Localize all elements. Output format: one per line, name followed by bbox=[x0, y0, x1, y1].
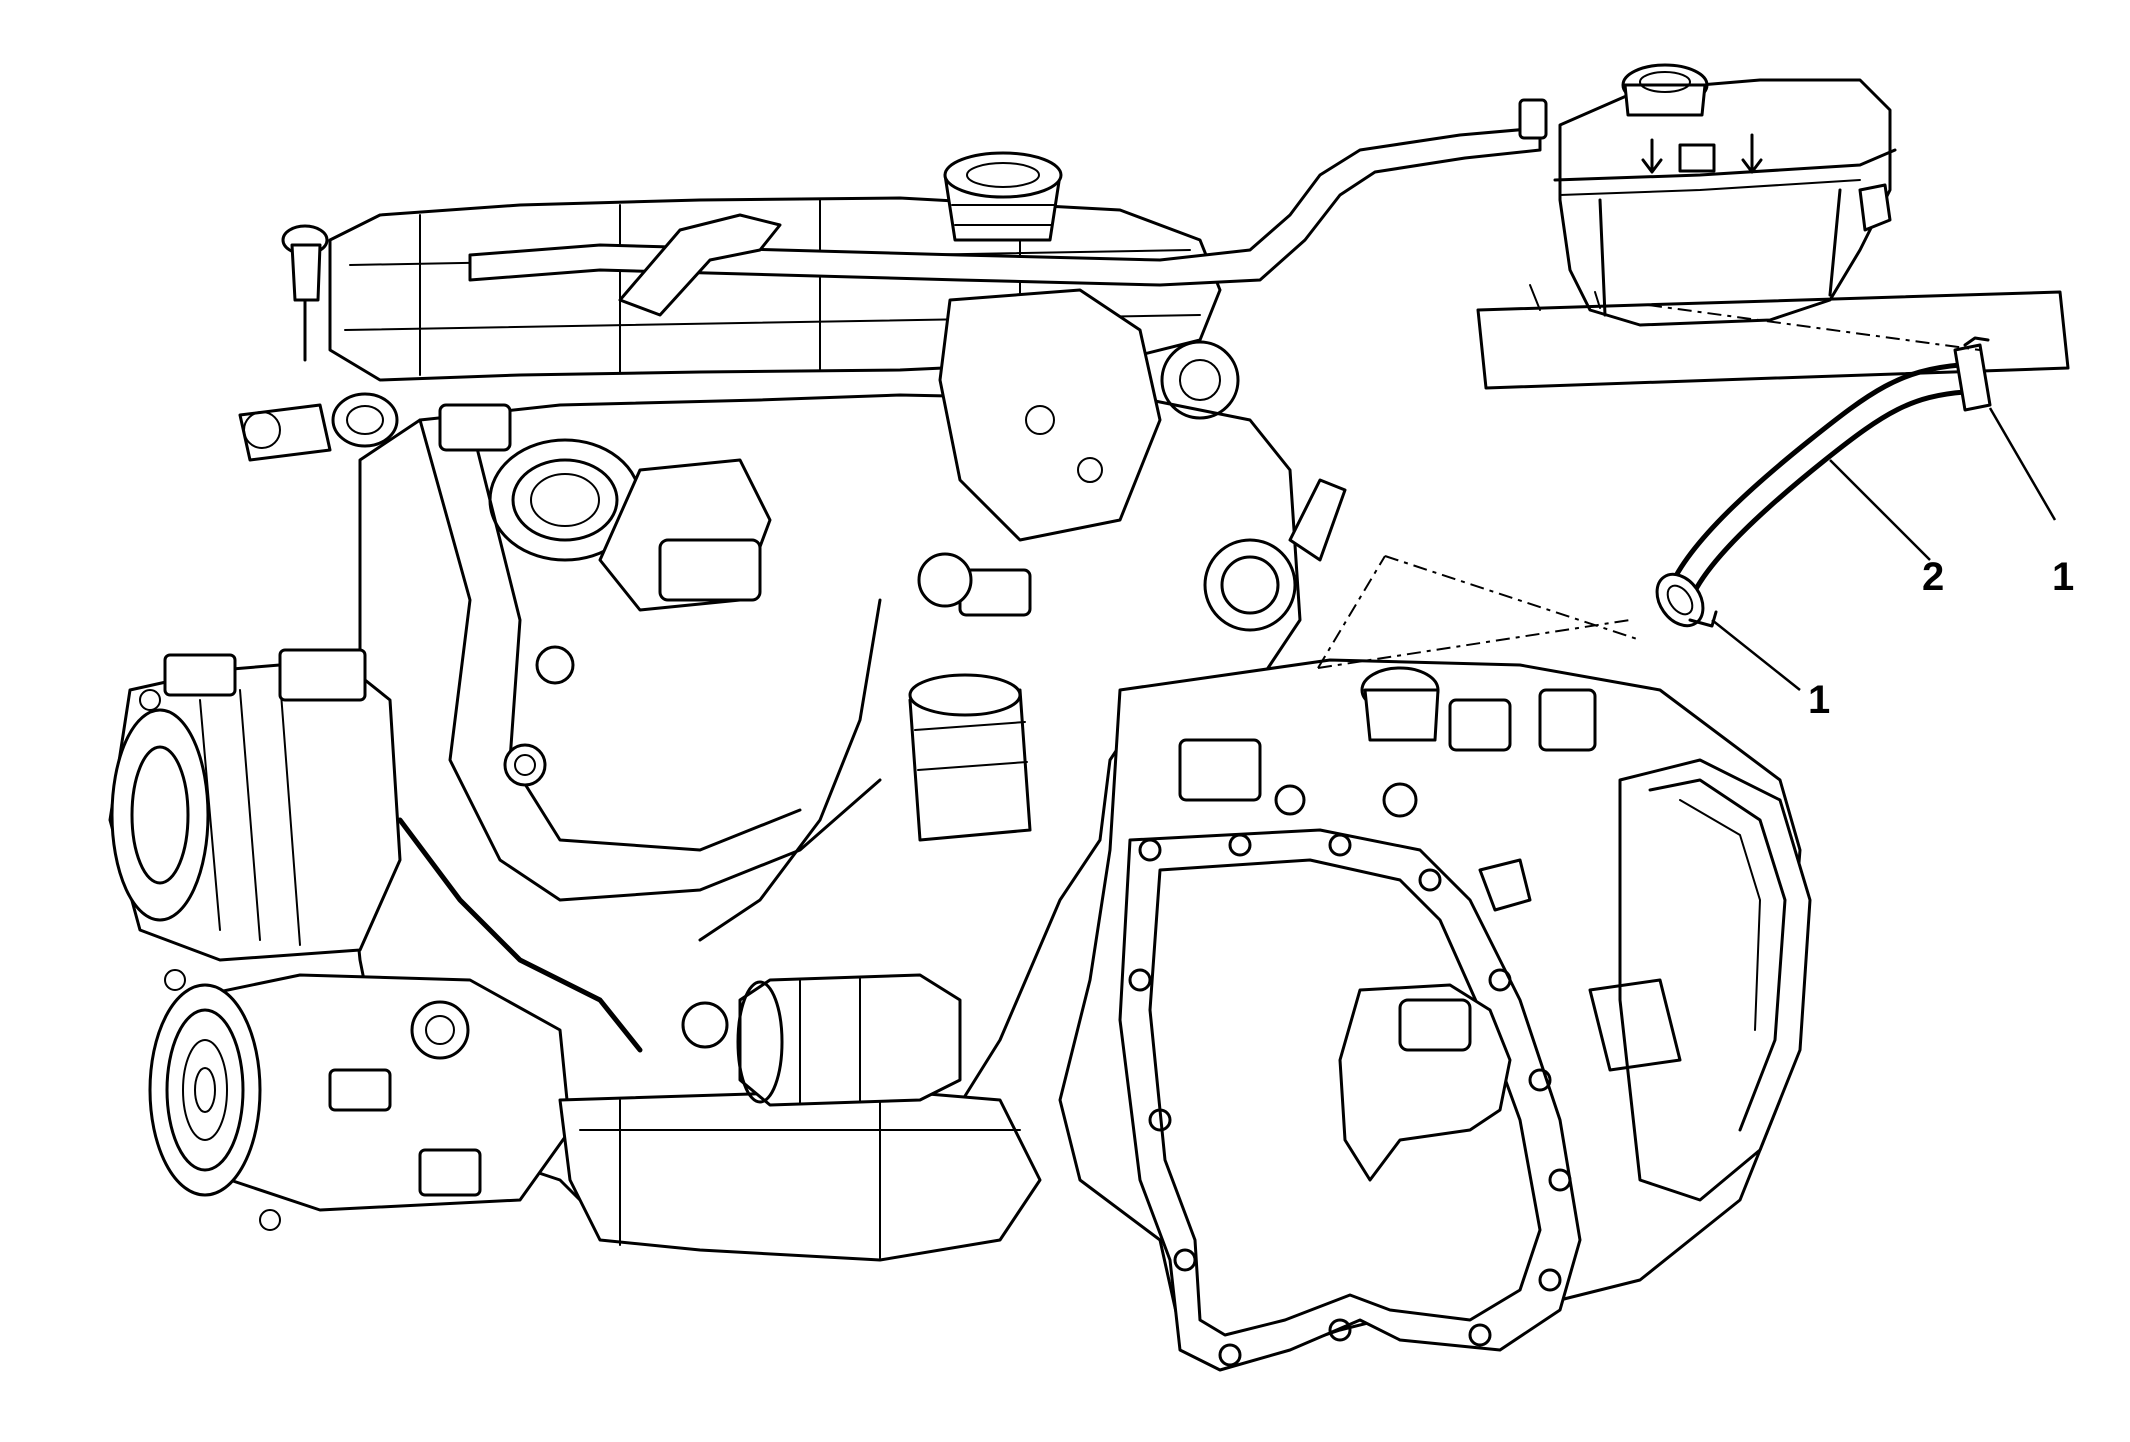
heater-hose-secondary bbox=[618, 213, 782, 317]
engine-assembly bbox=[238, 126, 1542, 1232]
callout-hose: 2 bbox=[1922, 555, 1944, 599]
alignment-center-lines bbox=[1317, 304, 1981, 669]
callout-leaders bbox=[1711, 407, 2057, 691]
starter-motor bbox=[681, 973, 962, 1107]
coolant-hose[interactable] bbox=[1648, 336, 1992, 635]
callout-clamp-lower: 1 bbox=[1808, 678, 1830, 722]
reservoir-mount-strip bbox=[1476, 290, 2070, 390]
throttle-body bbox=[488, 438, 772, 612]
reservoir-cap bbox=[1621, 63, 1709, 117]
alternator bbox=[108, 648, 402, 991]
oil-fill-cap bbox=[943, 151, 1063, 242]
ac-compressor bbox=[148, 973, 572, 1231]
dipstick-handle bbox=[281, 224, 329, 362]
coolant-outlet bbox=[1203, 478, 1347, 632]
level-arrow-icon bbox=[1641, 138, 1663, 174]
oil-filter-housing bbox=[908, 673, 1032, 842]
heater-hose bbox=[468, 126, 1542, 287]
cover-bolts bbox=[1128, 833, 1572, 1367]
level-arrow-icon bbox=[1741, 133, 1763, 174]
coolant-reservoir bbox=[1518, 63, 1897, 327]
transmission bbox=[1058, 658, 1812, 1372]
hose-clamp-upper[interactable] bbox=[1953, 336, 1992, 412]
oil-pan bbox=[558, 1088, 1042, 1262]
callout-clamp-upper: 1 bbox=[2052, 555, 2074, 599]
hose-clamp-lower[interactable] bbox=[1648, 566, 1718, 635]
